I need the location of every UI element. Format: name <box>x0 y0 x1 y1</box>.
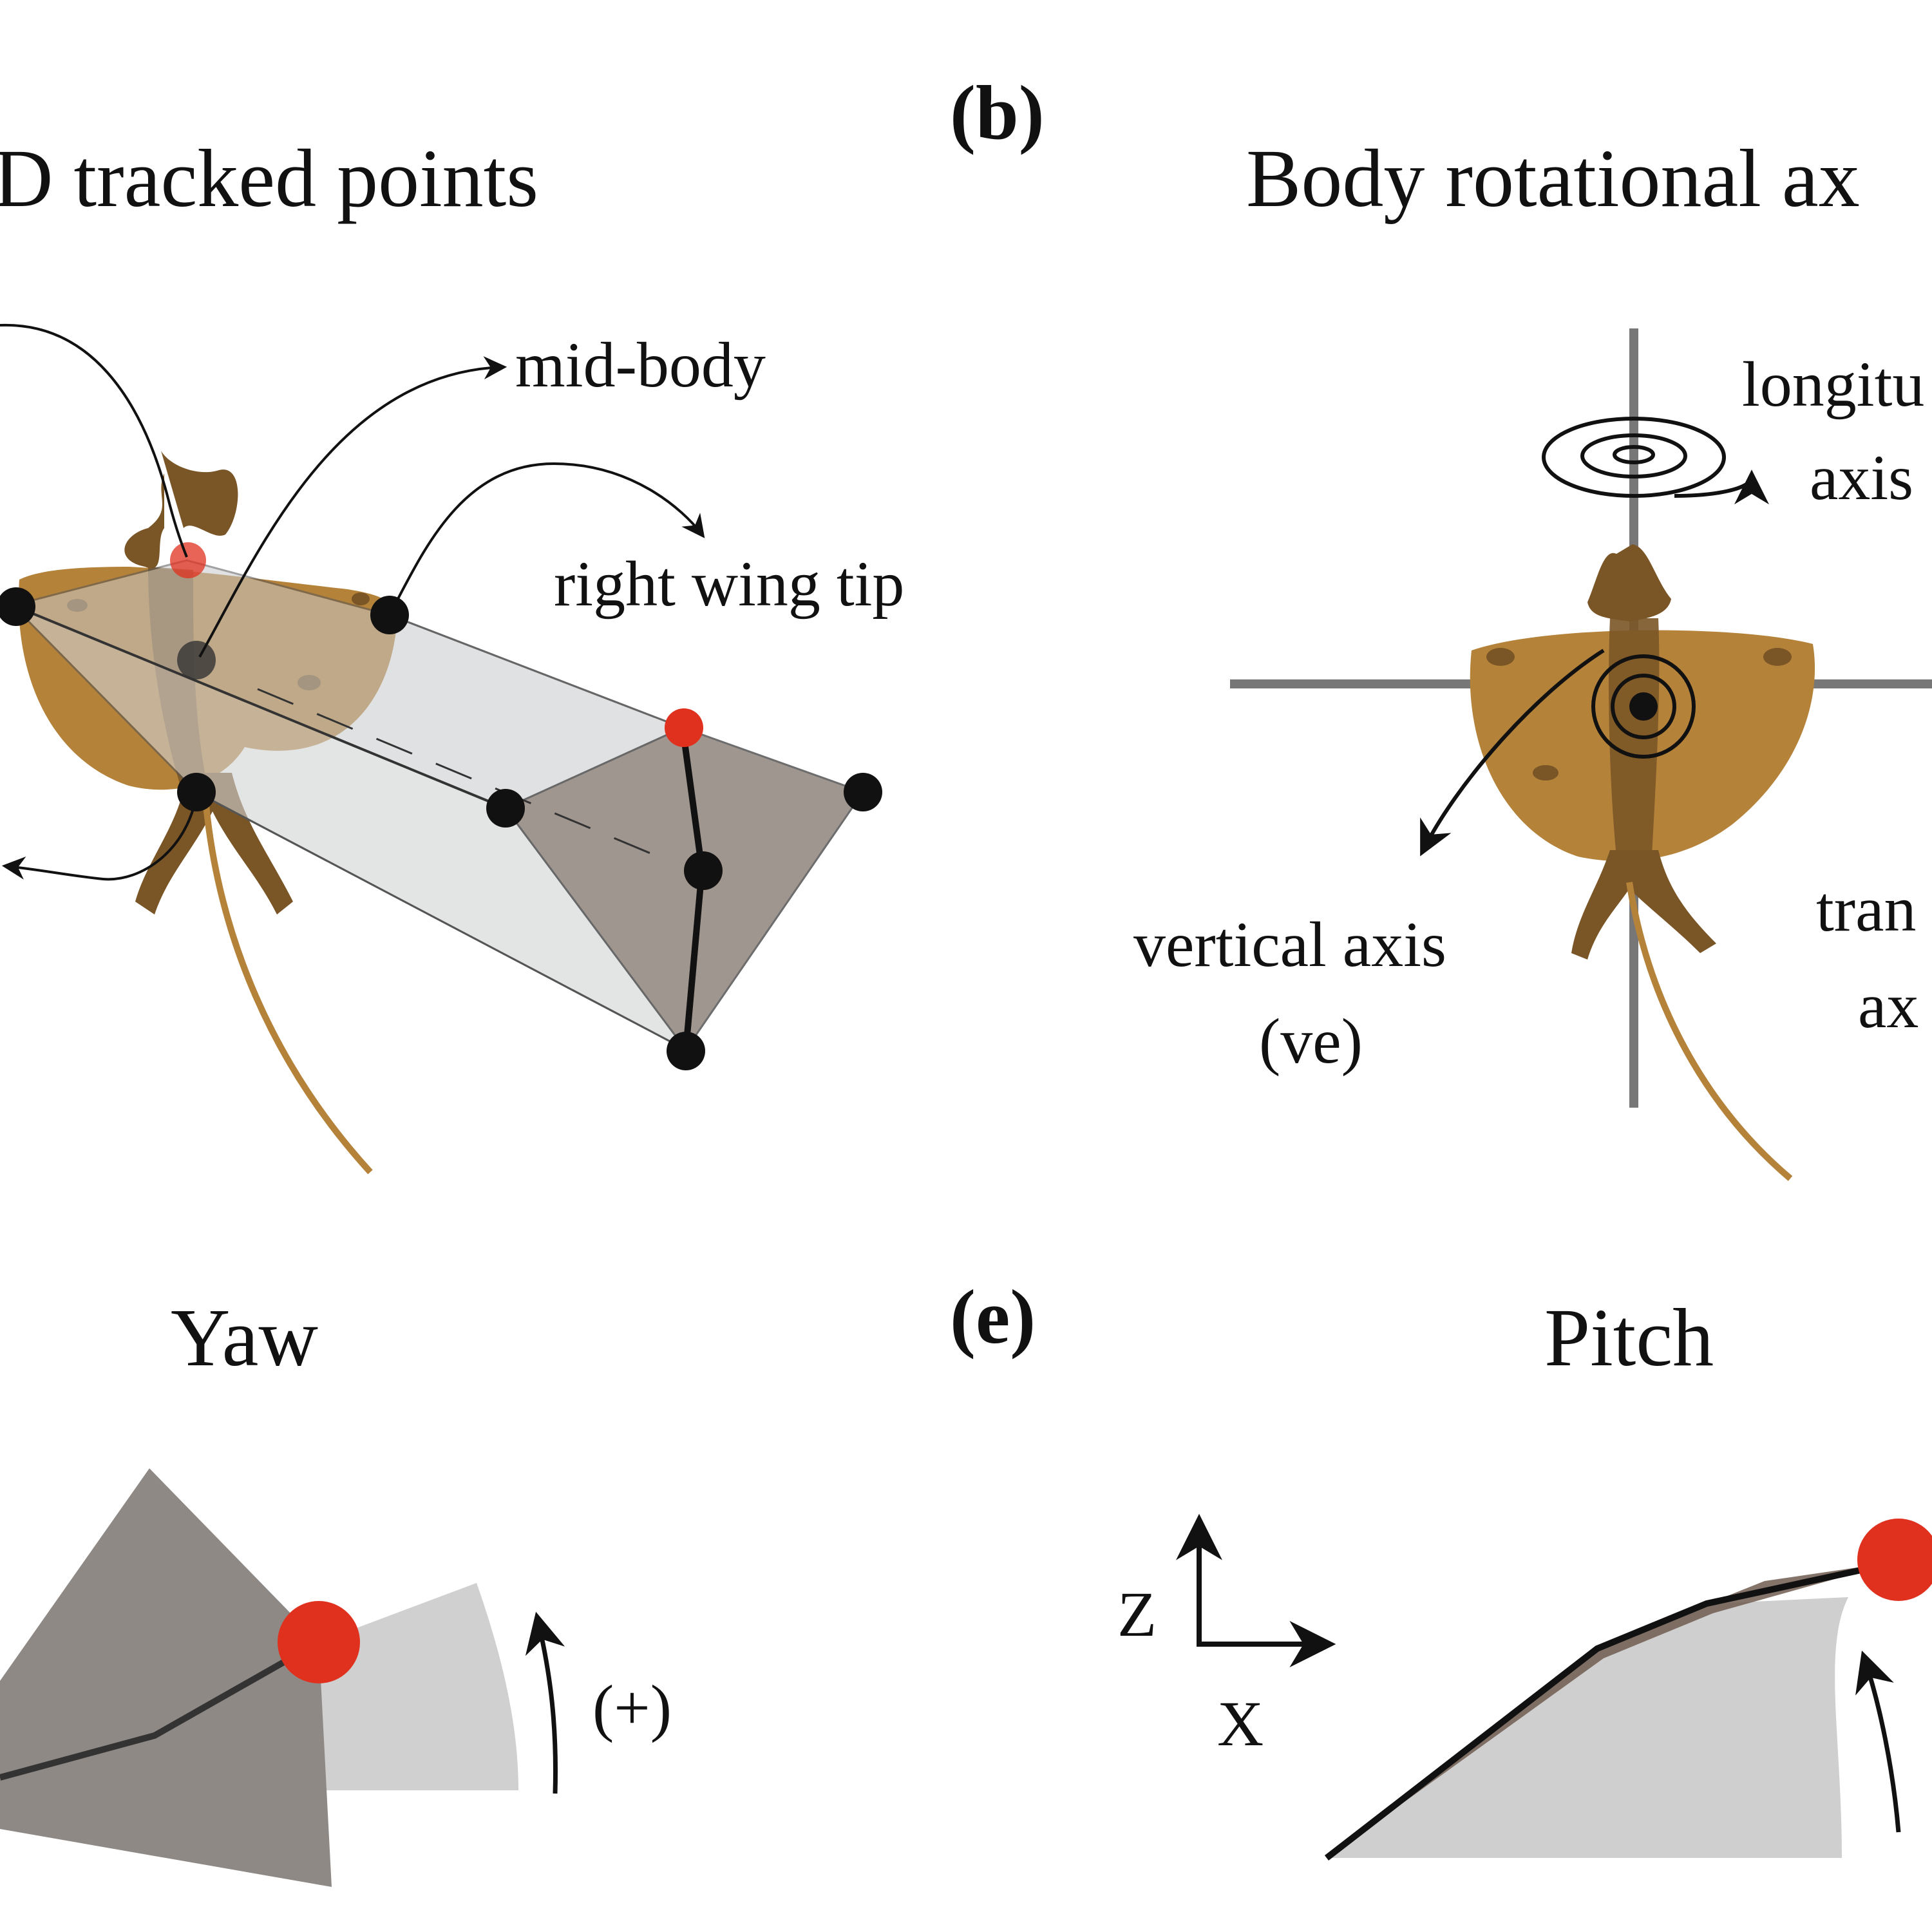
x-axis-label: X <box>1217 1688 1264 1759</box>
right-wing-front-point <box>665 708 703 747</box>
yaw-direction-label: (+) <box>592 1672 672 1743</box>
longitudinal-label-1: longitu <box>1742 348 1924 420</box>
mid-body-point <box>177 641 216 679</box>
body-axes-title: Body rotational ax <box>1246 133 1860 224</box>
pitch-direction-arrow <box>1855 1651 1901 1833</box>
axes-reference: Z X <box>1117 1513 1336 1759</box>
yaw-panel: Yaw (+) <box>0 1292 672 1887</box>
pitch-tip-marker <box>1857 1519 1932 1601</box>
tail-base-point <box>177 773 216 811</box>
vertical-axis-label-1: vertical axis <box>1133 909 1446 980</box>
pitch-sweep-area <box>1327 1597 1848 1858</box>
transverse-label-1: tran <box>1816 873 1916 945</box>
wing-inner-point <box>486 789 525 828</box>
wing-planes <box>10 559 865 1052</box>
right-wing-root-point <box>370 596 409 634</box>
yaw-title: Yaw <box>171 1292 318 1383</box>
yaw-wing-edge <box>0 1639 321 1781</box>
right-wing-tip-point <box>844 773 882 811</box>
body-axes-panel: (b) Body rotational ax <box>950 70 1932 1181</box>
vertical-rotation-icon <box>1420 649 1696 857</box>
longitudinal-label-2: axis <box>1810 442 1913 513</box>
tracked-points-panel: D tracked points <box>0 133 904 1175</box>
lizard-body-right <box>1470 544 1815 1181</box>
left-wing-root-point <box>0 587 35 626</box>
yaw-wing-plane <box>0 1468 332 1887</box>
head-point <box>170 542 206 578</box>
vertical-axis-label-2: (ve) <box>1259 1005 1363 1077</box>
wing-rear-point <box>667 1032 705 1070</box>
yaw-direction-arrow <box>525 1611 565 1794</box>
mid-body-label: mid-body <box>515 329 766 401</box>
right-wing-tip-label: right wing tip <box>554 548 904 620</box>
pitch-title: Pitch <box>1544 1292 1714 1383</box>
pitch-panel: Pitch Z X <box>1117 1292 1932 1861</box>
longitudinal-rotation-icon <box>1542 417 1769 505</box>
panel-letter-b: (b) <box>950 70 1045 155</box>
panel-letter-e: (e) <box>950 1274 1036 1359</box>
yaw-sweep-area <box>319 1583 518 1790</box>
transverse-label-2: ax <box>1858 970 1918 1041</box>
tracked-points-title: D tracked points <box>0 133 538 224</box>
z-axis-label: Z <box>1117 1578 1157 1650</box>
yaw-tip-marker <box>278 1601 360 1683</box>
tracked-point-markers <box>0 542 882 1070</box>
wing-mid-point <box>684 851 723 890</box>
pitch-wing-edge <box>1324 1558 1901 1861</box>
leader-lines <box>0 323 705 881</box>
